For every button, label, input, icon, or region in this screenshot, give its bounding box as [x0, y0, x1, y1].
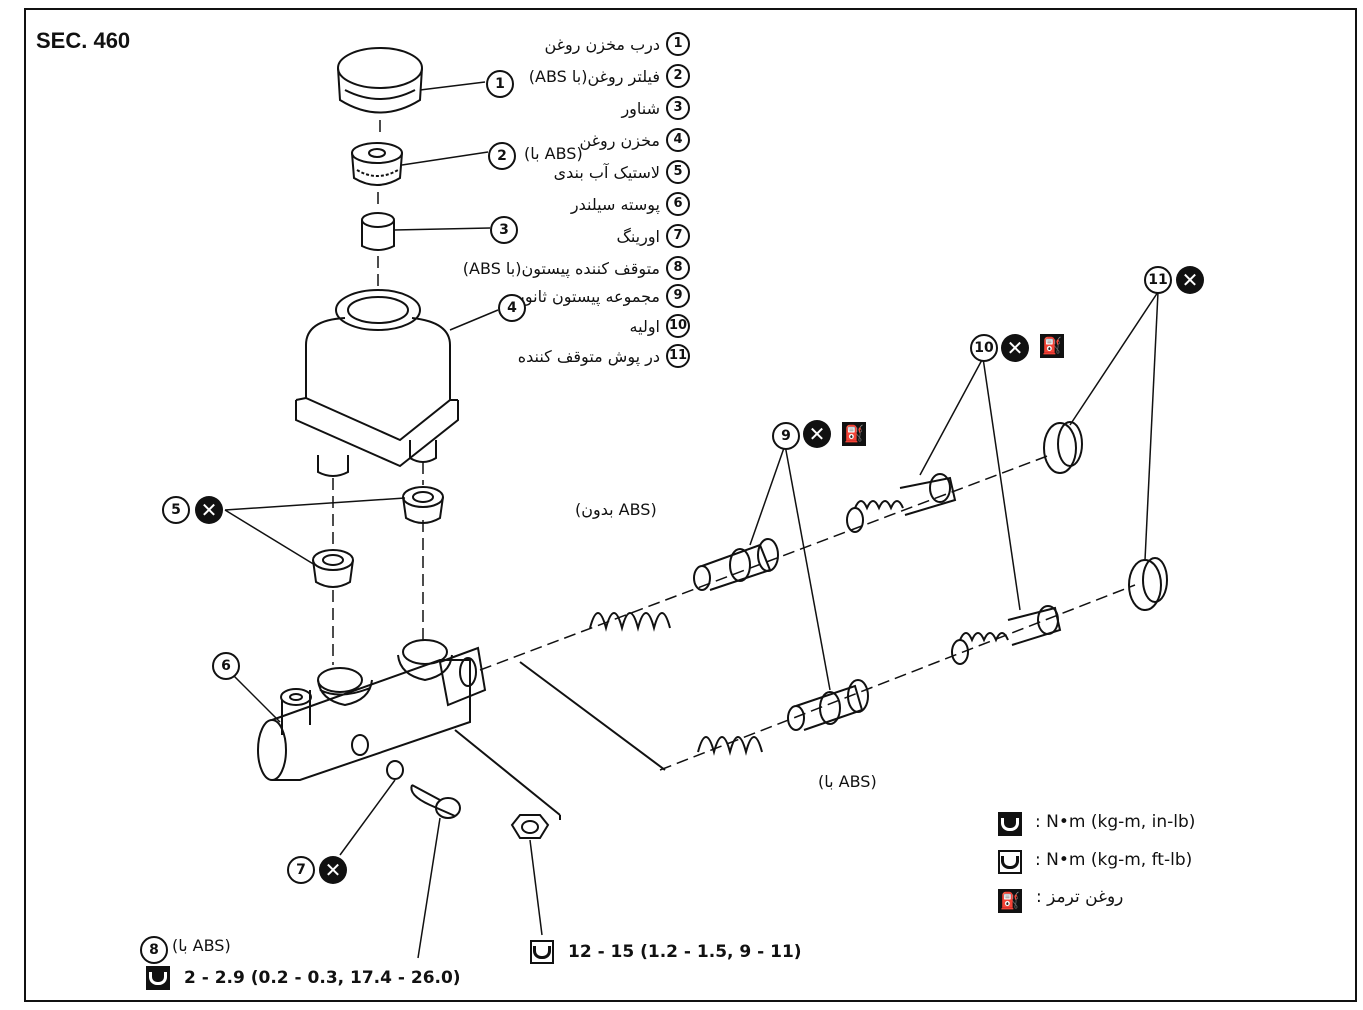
- legend-number: 9: [666, 284, 690, 308]
- legend-item-3: شناور 3: [621, 96, 690, 120]
- legend-text: اولیه: [629, 316, 660, 336]
- legend-text: اورینگ: [616, 226, 661, 246]
- brake-fluid-icon: ⛽: [842, 422, 866, 446]
- assembly-centerlines: [332, 120, 1136, 771]
- callout-9: 9: [772, 422, 800, 450]
- torque-in-lb-icon: [998, 812, 1022, 836]
- secondary-piston-bottom: [787, 679, 869, 731]
- callout-7: 7: [287, 856, 315, 884]
- legend-item-6: پوسته سیلندر 6: [571, 192, 690, 216]
- callout-3: 3: [490, 216, 518, 244]
- label-without-abs: (بدون ABS): [575, 500, 657, 519]
- legend-text: متوقف کننده پیستون(با ABS): [462, 258, 660, 278]
- stopper-bolt: [410, 784, 461, 819]
- callout-11: 11: [1144, 266, 1172, 294]
- torque-ft-lb-icon: [530, 940, 554, 964]
- legend-text: شناور: [621, 98, 660, 118]
- primary-piston-top: [846, 473, 957, 533]
- replace-x-icon: ✕: [1001, 334, 1029, 362]
- legend-item-2: فیلتر روغن(با ABS) 2: [529, 64, 690, 88]
- grommet-left: [312, 549, 354, 588]
- cylinder-body: [257, 639, 666, 816]
- legend-item-5: لاستیک آب بندی 5: [554, 160, 690, 184]
- legend-text: پوسته سیلندر: [570, 194, 660, 214]
- key-brake-fluid: روغن ترمز :: [1036, 887, 1124, 907]
- torque-nut: 12 - 15 (1.2 - 1.5, 9 - 11): [568, 942, 802, 962]
- label-with-abs-stopper: (با ABS): [172, 936, 231, 955]
- legend-text: مخزن روغن: [579, 130, 660, 150]
- legend-text: درب مخزن روغن: [544, 34, 660, 54]
- legend-number: 3: [666, 96, 690, 120]
- float: [361, 212, 395, 251]
- replace-x-icon: ✕: [319, 856, 347, 884]
- callout-2: 2: [488, 142, 516, 170]
- replace-x-icon: ✕: [195, 496, 223, 524]
- callout-10: 10: [970, 334, 998, 362]
- legend-number: 7: [666, 224, 690, 248]
- stopper-cap-bottom: [1128, 557, 1168, 611]
- torque-in-lb-icon: [146, 966, 170, 990]
- leader-lines: [224, 81, 1159, 959]
- key-torque-ft-lb: : N•m (kg-m, ft-lb): [1035, 850, 1193, 870]
- torque-ft-lb-icon: [998, 850, 1022, 874]
- legend-item-4: مخزن روغن 4: [579, 128, 690, 152]
- callout-4: 4: [498, 294, 526, 322]
- legend-number: 8: [666, 256, 690, 280]
- label-with-abs: (با ABS): [818, 772, 877, 791]
- spring-top: [589, 612, 671, 632]
- reservoir-cap: [337, 47, 423, 114]
- grommet-right: [402, 486, 444, 524]
- o-ring: [386, 760, 404, 780]
- legend-text: لاستیک آب بندی: [553, 162, 660, 182]
- legend-number: 6: [666, 192, 690, 216]
- secondary-piston-top: [693, 538, 779, 591]
- spring-bottom: [697, 736, 763, 756]
- reservoir: [295, 289, 459, 477]
- legend-number: 4: [666, 128, 690, 152]
- nut: [510, 814, 561, 839]
- label-with-abs-filter: (با ABS): [524, 144, 583, 163]
- replace-x-icon: ✕: [1176, 266, 1204, 294]
- replace-x-icon: ✕: [803, 420, 831, 448]
- oil-filter: [351, 142, 403, 186]
- callout-8: 8: [140, 936, 168, 964]
- legend-item-10: اولیه 10: [630, 314, 690, 338]
- brake-fluid-icon: ⛽: [1040, 334, 1064, 358]
- callout-1: 1: [486, 70, 514, 98]
- legend-number: 2: [666, 64, 690, 88]
- brake-fluid-icon: ⛽: [998, 889, 1022, 913]
- legend-number: 5: [666, 160, 690, 184]
- callout-5: 5: [162, 496, 190, 524]
- callout-6: 6: [212, 652, 240, 680]
- legend-number: 10: [666, 314, 690, 338]
- torque-stopper: 2 - 2.9 (0.2 - 0.3, 17.4 - 26.0): [184, 968, 461, 988]
- section-number: SEC. 460: [36, 28, 131, 53]
- stopper-cap-top: [1043, 421, 1083, 474]
- legend-number: 11: [666, 344, 690, 368]
- primary-piston-bottom: [951, 605, 1062, 665]
- key-torque-in-lb: : N•m (kg-m, in-lb): [1035, 812, 1196, 832]
- legend-item-1: درب مخزن روغن 1: [544, 32, 690, 56]
- legend-text: مجموعه پیستون ثانویه: [511, 286, 660, 306]
- legend-item-9: مجموعه پیستون ثانویه 9: [512, 284, 690, 308]
- legend-number: 1: [666, 32, 690, 56]
- legend-text: فیلتر روغن(با ABS): [528, 66, 660, 86]
- legend-text: در پوش متوقف کننده: [517, 346, 660, 366]
- diagram-frame: [24, 8, 1357, 1002]
- legend-item-11: در پوش متوقف کننده 11: [518, 344, 690, 368]
- legend-item-8: متوقف کننده پیستون(با ABS) 8: [463, 256, 690, 280]
